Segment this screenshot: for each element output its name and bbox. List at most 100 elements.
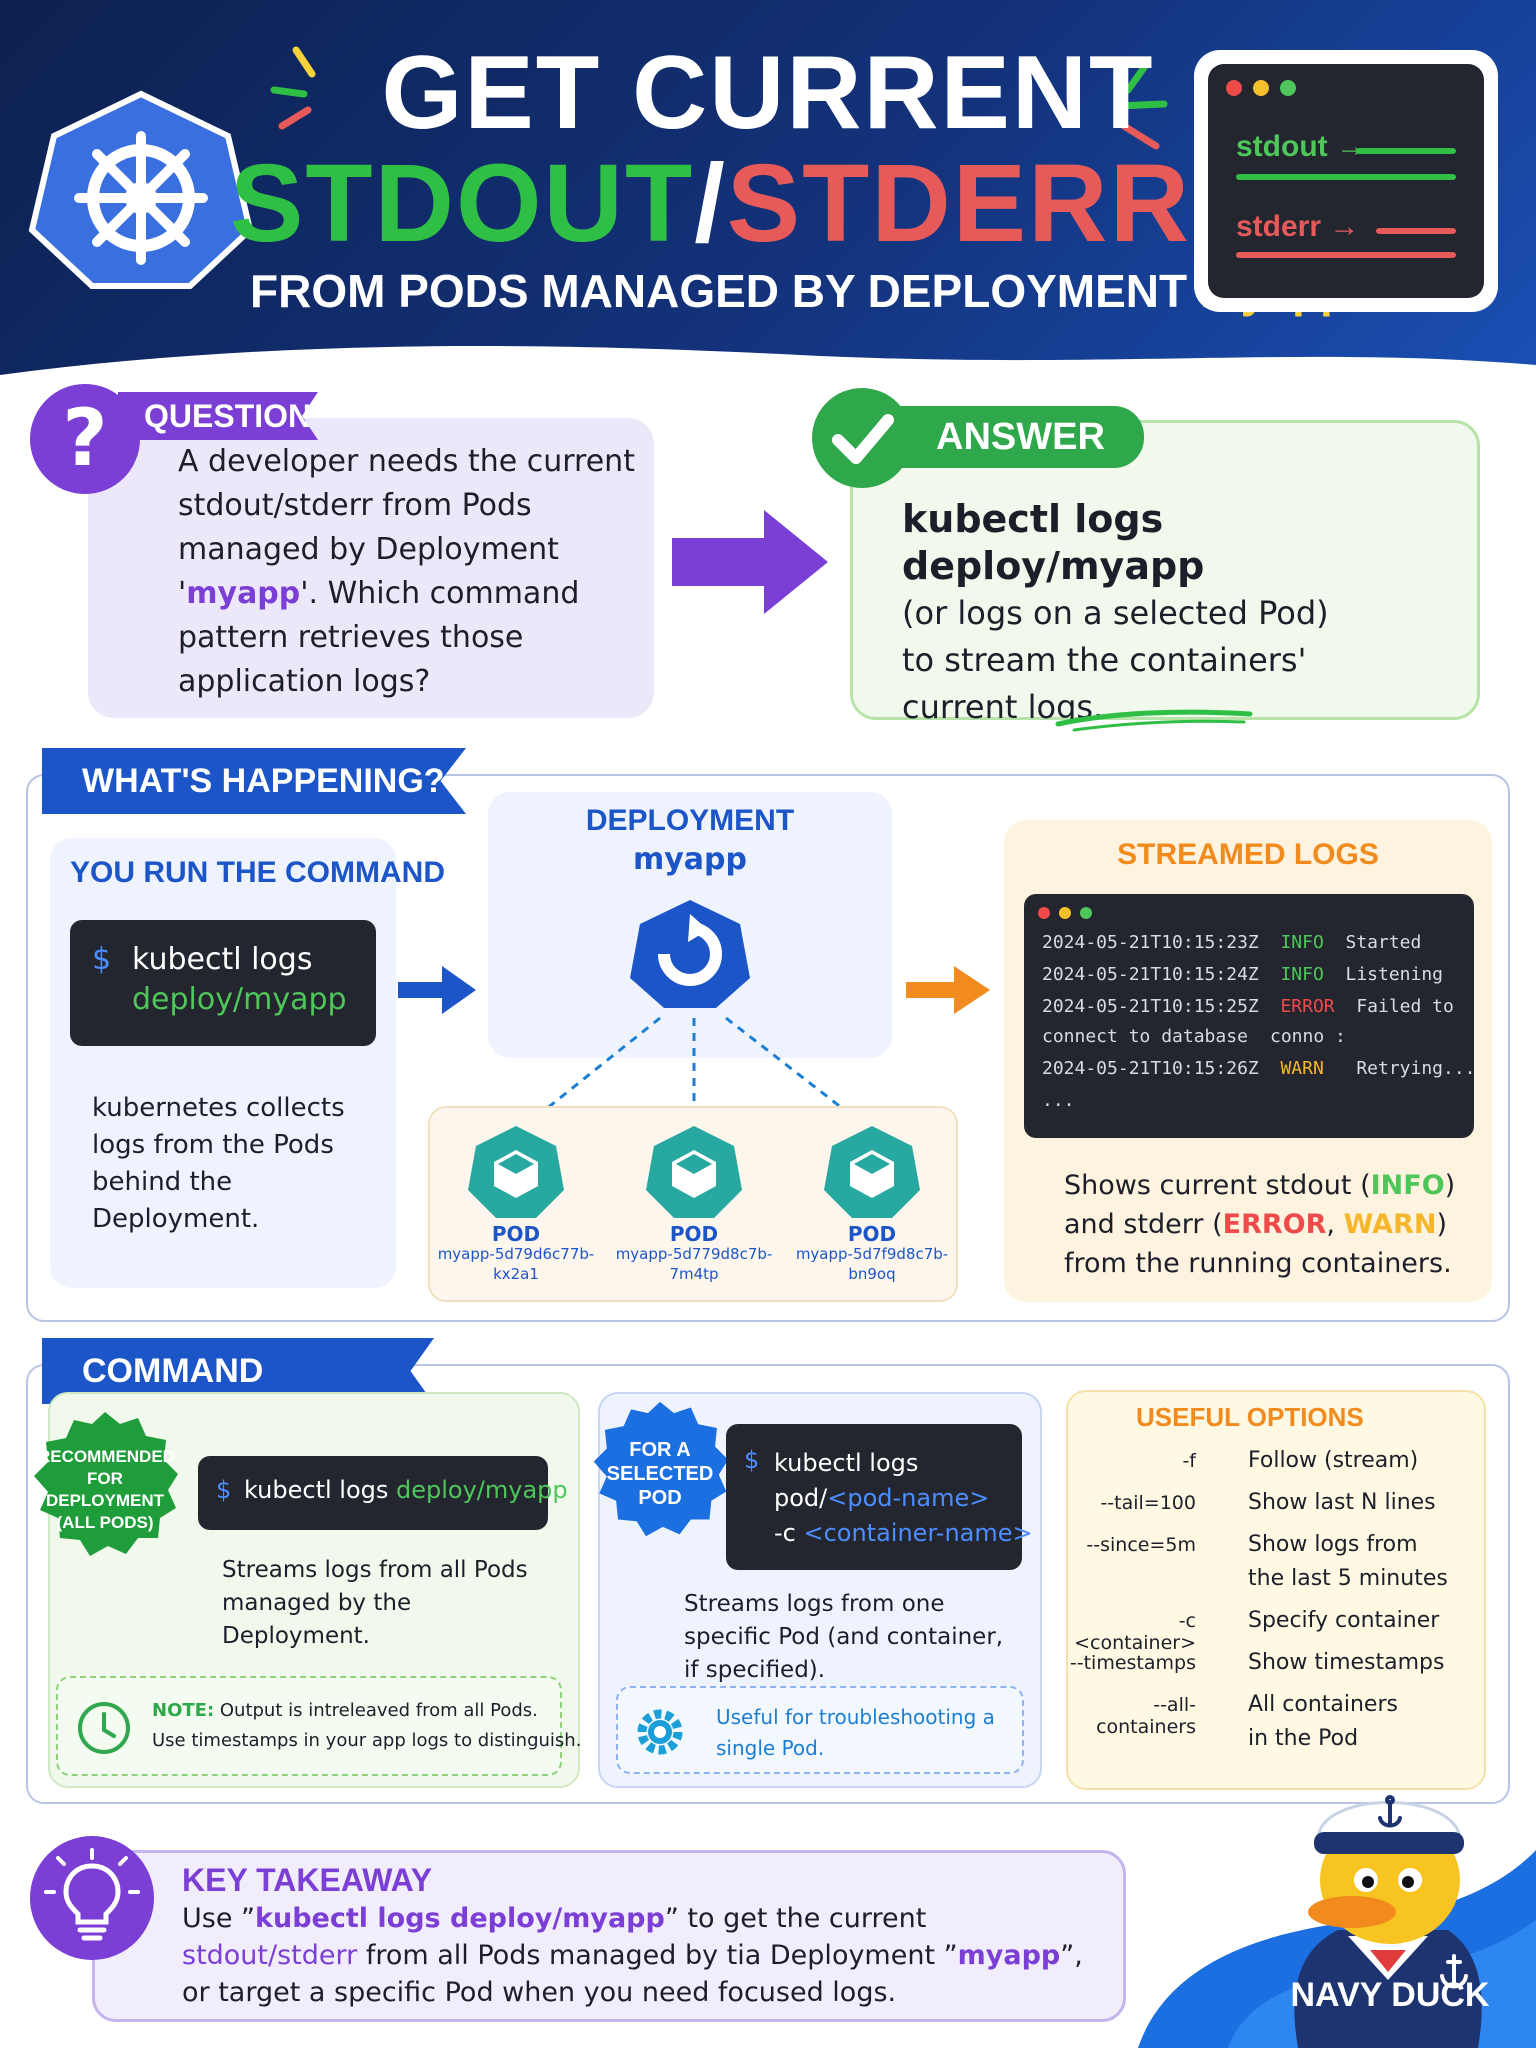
deployment-icon <box>630 900 750 1008</box>
useful-options-panel <box>1066 1390 1486 1790</box>
pod-3-name-line2: bn9oq <box>848 1265 896 1283</box>
arrow-right-orange-icon <box>906 966 990 1014</box>
spark-right-icon <box>1114 58 1168 150</box>
pod-cube-icon <box>468 1126 564 1218</box>
answer-icon-badge <box>812 388 912 488</box>
option-desc: Follow (stream) <box>1248 1448 1419 1473</box>
kubernetes-logo-icon <box>28 90 254 289</box>
arrow-right-icon <box>672 510 828 614</box>
run-command-description: kubernetes collects logs from the Pods b… <box>92 1093 345 1234</box>
run-command-line1: kubectl logs <box>132 942 313 977</box>
mascot-label: NAVY DUCK <box>1290 1976 1490 2014</box>
logs-terminal: 2024-05-21T10:15:23Z INFO Started 2024-0… <box>1024 894 1476 1138</box>
selected-pod-tip: Useful for troubleshooting a single Pod. <box>616 1686 1024 1774</box>
option-flag: --since=5m <box>1086 1534 1196 1556</box>
takeaway-text: Use ”kubectl logs deploy/myapp” to get t… <box>182 1903 1083 2008</box>
header-wave <box>0 346 1536 425</box>
option-row: -c <container> Specify container <box>1066 1604 1486 1654</box>
question-text-after: '. Which command pattern retrieves those… <box>178 576 580 699</box>
selected-pod-command: kubectl logs pod/<pod-name> -c <containe… <box>774 1449 1033 1547</box>
pod-3-label: POD myapp-5d7f9d8c7b- bn9oq <box>792 1224 952 1284</box>
log-line-continuation: conno : <box>1270 1026 1346 1047</box>
title-stderr: STDERR <box>726 142 1192 265</box>
selected-pod-command-box: $ kubectl logs pod/<pod-name> -c <contai… <box>726 1424 1033 1570</box>
pod-1-label: POD myapp-5d79d6c77b- kx2a1 <box>436 1224 596 1284</box>
question-text-highlight: myapp <box>186 576 301 611</box>
recommended-command-box: $ kubectl logs deploy/myapp <box>198 1456 568 1530</box>
pod-2-name-line2: 7m4tp <box>669 1265 719 1283</box>
pod-3-name-line1: myapp-5d7f9d8c7b- <box>795 1245 949 1263</box>
log-line: ... <box>1042 1090 1075 1111</box>
pod-1-name-line1: myapp-5d79d6c77b- <box>437 1245 595 1263</box>
option-row: --since=5m Show logs from the last 5 min… <box>1066 1528 1486 1604</box>
selected-pod-badge <box>593 1401 729 1537</box>
checkmark-icon <box>832 414 894 464</box>
option-row: --timestamps Show timestamps <box>1066 1646 1486 1688</box>
spark-left-icon <box>270 46 316 130</box>
option-row: --all-containers All containers in the P… <box>1066 1688 1486 1764</box>
gear-icon <box>637 1709 683 1755</box>
streamed-logs-caption: Shows current stdout (INFO) and stderr (… <box>1064 1170 1456 1279</box>
pod-2-label: POD myapp-5d779d8c7b- 7m4tp <box>614 1224 774 1284</box>
run-command-panel <box>50 838 396 1288</box>
page-title: GET CURRENT <box>381 35 1155 151</box>
option-flag: -f <box>1182 1450 1196 1472</box>
option-desc: All containers in the Pod <box>1248 1692 1398 1751</box>
recommended-note: NOTE: Output is intreleaved from all Pod… <box>56 1676 581 1776</box>
answer-text: kubectl logs deploy/myapp (or logs on a … <box>902 496 1462 731</box>
option-desc: Show last N lines <box>1248 1490 1436 1515</box>
stdout-line <box>1356 148 1456 154</box>
terminal-illustration: stdout → stderr → <box>1194 50 1498 312</box>
answer-line2: (or logs on a selected Pod) <box>902 594 1329 632</box>
whats-happening-section <box>26 774 1510 1322</box>
option-desc: Specify container <box>1248 1608 1440 1633</box>
clock-icon <box>78 1702 130 1754</box>
terminal-stdout-label: stdout → <box>1236 130 1366 163</box>
log-line: 2024-05-21T10:15:25Z ERROR Failed to <box>1042 996 1454 1017</box>
pod-cube-icon <box>824 1126 920 1218</box>
arrow-right-blue-icon <box>398 966 476 1014</box>
stderr-line-2 <box>1236 252 1456 258</box>
log-line: connect to database <box>1042 1026 1248 1047</box>
pod-1-title: POD <box>491 1222 541 1246</box>
terminal-stderr-label: stderr → <box>1236 210 1360 243</box>
options-list: -f Follow (stream) --tail=100 Show last … <box>1066 1444 1486 1764</box>
recommended-command: kubectl logs deploy/myapp <box>244 1476 568 1504</box>
log-line: 2024-05-21T10:15:26Z WARN Retrying... <box>1042 1058 1476 1079</box>
stdout-line-2 <box>1236 174 1456 180</box>
useful-options-title: USEFUL OPTIONS <box>1136 1402 1364 1432</box>
option-flag: -c <container> <box>1074 1610 1196 1654</box>
recommended-badge <box>34 1412 178 1556</box>
option-row: --tail=100 Show last N lines <box>1066 1486 1486 1528</box>
question-text-before: A developer needs the current stdout/std… <box>178 444 635 611</box>
run-command-box: $ kubectl logs deploy/myapp <box>70 920 376 1046</box>
prompt-symbol: $ <box>216 1476 232 1504</box>
whats-happening-banner: WHAT'S HAPPENING? <box>42 748 466 814</box>
answer-line3: to stream the containers' <box>902 641 1307 679</box>
recommended-badge-text: RECOMMENDED FOR DEPLOYMENT (ALL PODS) <box>38 1447 175 1532</box>
option-flag: --all-containers <box>1096 1694 1196 1738</box>
pod-2-title: POD <box>669 1222 719 1246</box>
deployment-name: myapp <box>632 842 747 877</box>
log-line: 2024-05-21T10:15:24Z INFO Listening <box>1042 964 1444 985</box>
pod-3-title: POD <box>847 1222 897 1246</box>
stderr-line <box>1376 228 1456 234</box>
pod-3 <box>822 1124 922 1224</box>
log-line: 2024-05-21T10:15:23Z INFO Started <box>1042 932 1422 953</box>
recommended-description: Streams logs from all Pods managed by th… <box>222 1557 528 1649</box>
selected-pod-badge-text: FOR A SELECTED POD <box>606 1439 714 1509</box>
answer-tag: ANSWER <box>880 406 1144 468</box>
answer-command: kubectl logs deploy/myapp <box>902 497 1205 588</box>
navy-duck-mascot <box>1138 1795 1536 2048</box>
option-desc: Show logs from the last 5 minutes <box>1248 1532 1448 1591</box>
key-takeaway-card <box>92 1850 1126 2022</box>
lightbulb-icon <box>44 1848 140 1941</box>
pod-2 <box>644 1124 744 1224</box>
option-flag: --timestamps <box>1069 1652 1196 1674</box>
pod-1-name-line2: kx2a1 <box>493 1265 539 1283</box>
prompt-symbol: $ <box>744 1446 760 1474</box>
pod-1 <box>466 1124 566 1224</box>
takeaway-icon-badge <box>30 1836 154 1960</box>
option-row: -f Follow (stream) <box>1066 1444 1486 1486</box>
question-text: A developer needs the current stdout/std… <box>178 440 638 704</box>
